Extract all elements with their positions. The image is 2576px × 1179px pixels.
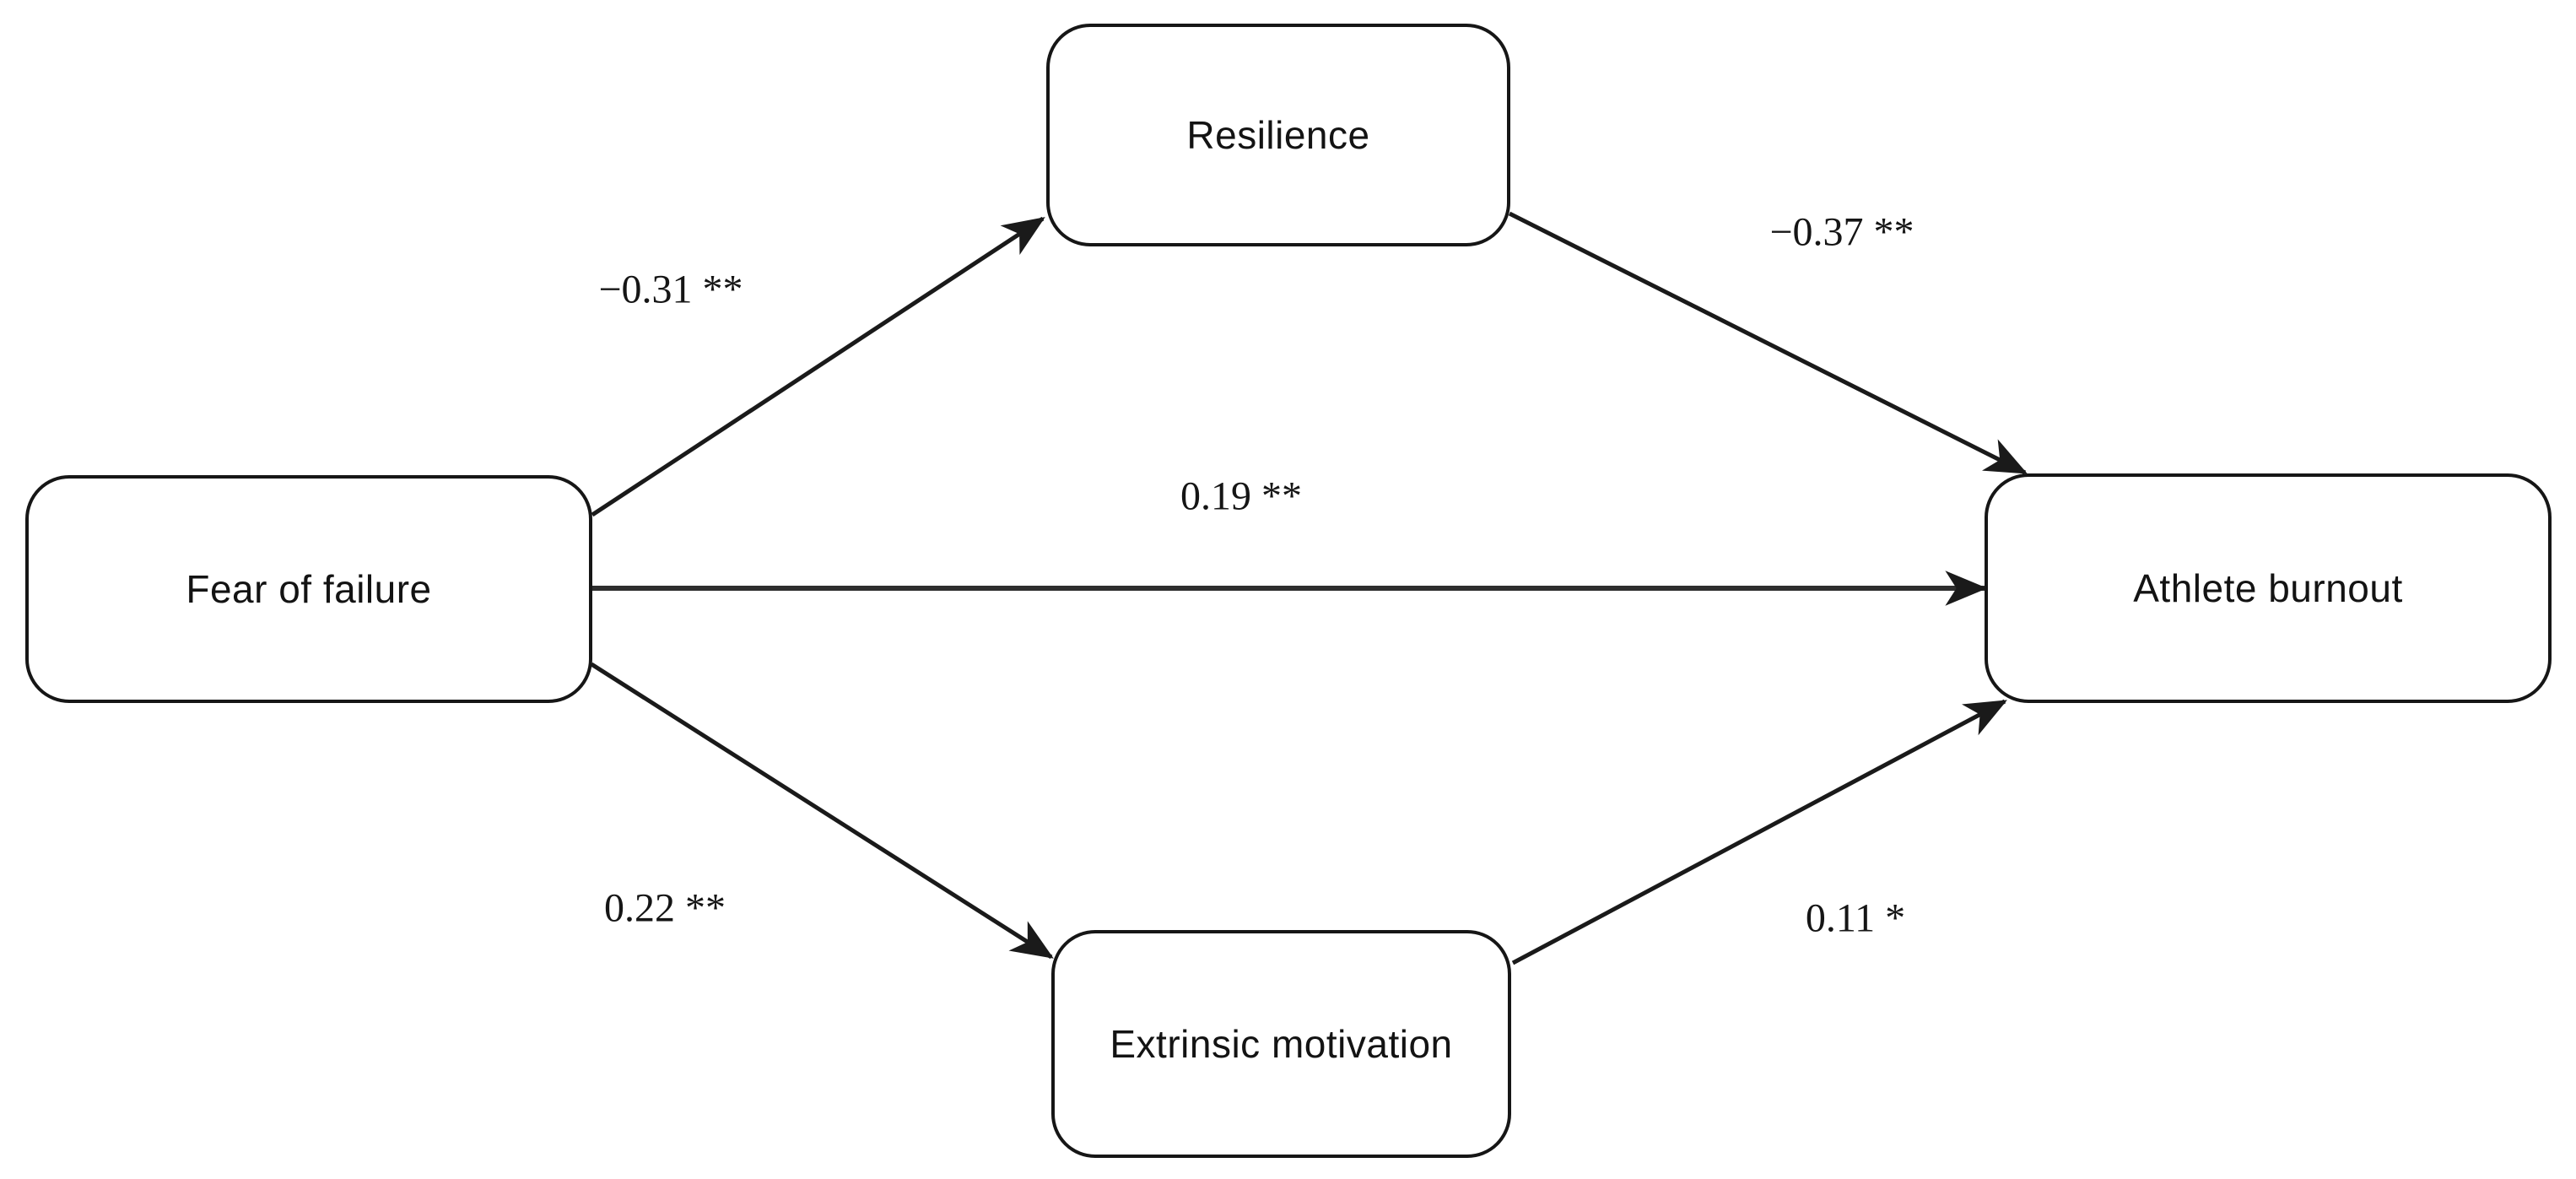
path-coefficient-extrinsic-motivation-athlete-burnout: 0.11 *	[1805, 895, 1906, 941]
arrow-fear-of-failure-to-resilience	[591, 216, 1045, 517]
path-coefficient-fear-of-failure-extrinsic-motivation: 0.22 **	[604, 885, 726, 931]
node-label-extrinsic-motivation: Extrinsic motivation	[1110, 1022, 1453, 1066]
node-extrinsic-motivation: Extrinsic motivation	[1051, 930, 1511, 1158]
node-fear-of-failure: Fear of failure	[25, 475, 592, 703]
node-label-resilience: Resilience	[1186, 113, 1370, 157]
node-resilience: Resilience	[1046, 24, 1510, 246]
path-coefficient-fear-of-failure-athlete-burnout: 0.19 **	[1180, 473, 1302, 519]
node-label-athlete-burnout: Athlete burnout	[2133, 566, 2403, 610]
node-athlete-burnout: Athlete burnout	[1985, 473, 2552, 703]
path-coefficient-resilience-athlete-burnout: −0.37 **	[1769, 209, 1914, 255]
node-label-fear-of-failure: Fear of failure	[186, 567, 432, 611]
arrow-fear-of-failure-to-extrinsic-motivation	[590, 662, 1054, 960]
path-coefficient-fear-of-failure-resilience: −0.31 **	[598, 267, 743, 312]
arrow-resilience-to-athlete-burnout	[1508, 211, 2028, 475]
arrow-extrinsic-motivation-to-athlete-burnout	[1511, 699, 2007, 965]
